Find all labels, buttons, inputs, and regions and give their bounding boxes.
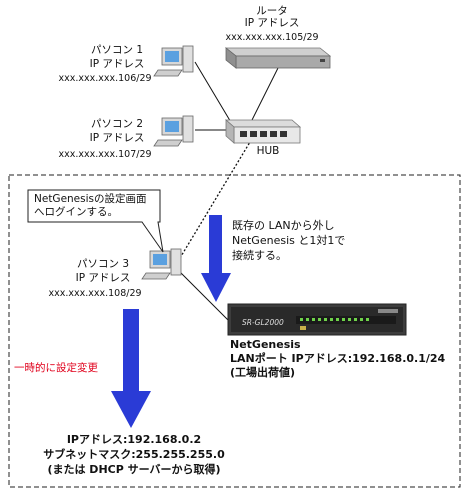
new-settings: IPアドレス:192.168.0.2 サブネットマスク:255.255.255.… <box>14 432 254 477</box>
new-ip-address: IPアドレス:192.168.0.2 <box>66 433 202 446</box>
pc3-name: パソコン 3 <box>76 258 130 270</box>
pc3-ip-label: IP アドレス <box>75 272 131 284</box>
device-panel-text: SR-GL2000 <box>242 318 284 327</box>
link-pc3-hub-dotted <box>179 141 251 259</box>
netgenesis-info: NetGenesis LANポート IPアドレス:192.168.0.1/24 … <box>230 338 445 380</box>
pc1-icon <box>153 45 194 77</box>
down-arrow-connect <box>201 215 231 302</box>
link-pc3-netgenesis <box>179 271 229 321</box>
pc3-ip: xxx.xxx.xxx.108/29 <box>48 288 142 299</box>
temporary-change-note: 一時的に設定変更 <box>14 362 98 374</box>
netgenesis-device-icon: SR-GL2000 <box>227 303 407 336</box>
netgenesis-name: NetGenesis <box>230 338 301 351</box>
router-icon <box>224 47 332 69</box>
pc2-ip-label: IP アドレス <box>89 132 145 144</box>
instruction-line-3: 接続する。 <box>232 249 287 262</box>
login-callout <box>27 189 164 253</box>
dhcp-alternative: (または DHCP サーバーから取得) <box>47 463 221 476</box>
hub-icon <box>224 119 302 144</box>
pc2-name: パソコン 2 <box>90 118 144 130</box>
instruction-line-2: NetGenesis と1対1で <box>232 234 346 247</box>
hub-label: HUB <box>256 145 280 157</box>
pc2-ip: xxx.xxx.xxx.107/29 <box>58 149 152 160</box>
callout-line-2: へログインする。 <box>34 206 118 218</box>
netgenesis-factory-note: (工場出荷値) <box>230 366 296 379</box>
instruction-line-1: 既存の LANから外し <box>232 219 335 232</box>
router-name: ルータ <box>256 5 288 17</box>
down-arrow-settings <box>111 309 151 428</box>
pc1-ip: xxx.xxx.xxx.106/29 <box>58 73 152 84</box>
callout-text: NetGenesisの設定画面 へログインする。 <box>34 193 158 219</box>
netgenesis-lan-port-ip: LANポート IPアドレス:192.168.0.1/24 <box>230 352 446 365</box>
callout-line-1: NetGenesisの設定画面 <box>34 193 147 205</box>
link-pc1-hub <box>194 61 233 125</box>
pc2-icon <box>153 115 194 147</box>
router-ip-label: IP アドレス <box>244 17 300 29</box>
instruction-text: 既存の LANから外し NetGenesis と1対1で 接続する。 <box>232 218 345 263</box>
pc1-name: パソコン 1 <box>90 44 144 56</box>
pc3-icon <box>141 248 182 280</box>
link-router-hub <box>251 67 279 121</box>
temporary-setup-boundary <box>8 174 461 488</box>
pc1-ip-label: IP アドレス <box>89 58 145 70</box>
new-subnet-mask: サブネットマスク:255.255.255.0 <box>43 448 225 461</box>
router-ip: xxx.xxx.xxx.105/29 <box>225 32 319 43</box>
